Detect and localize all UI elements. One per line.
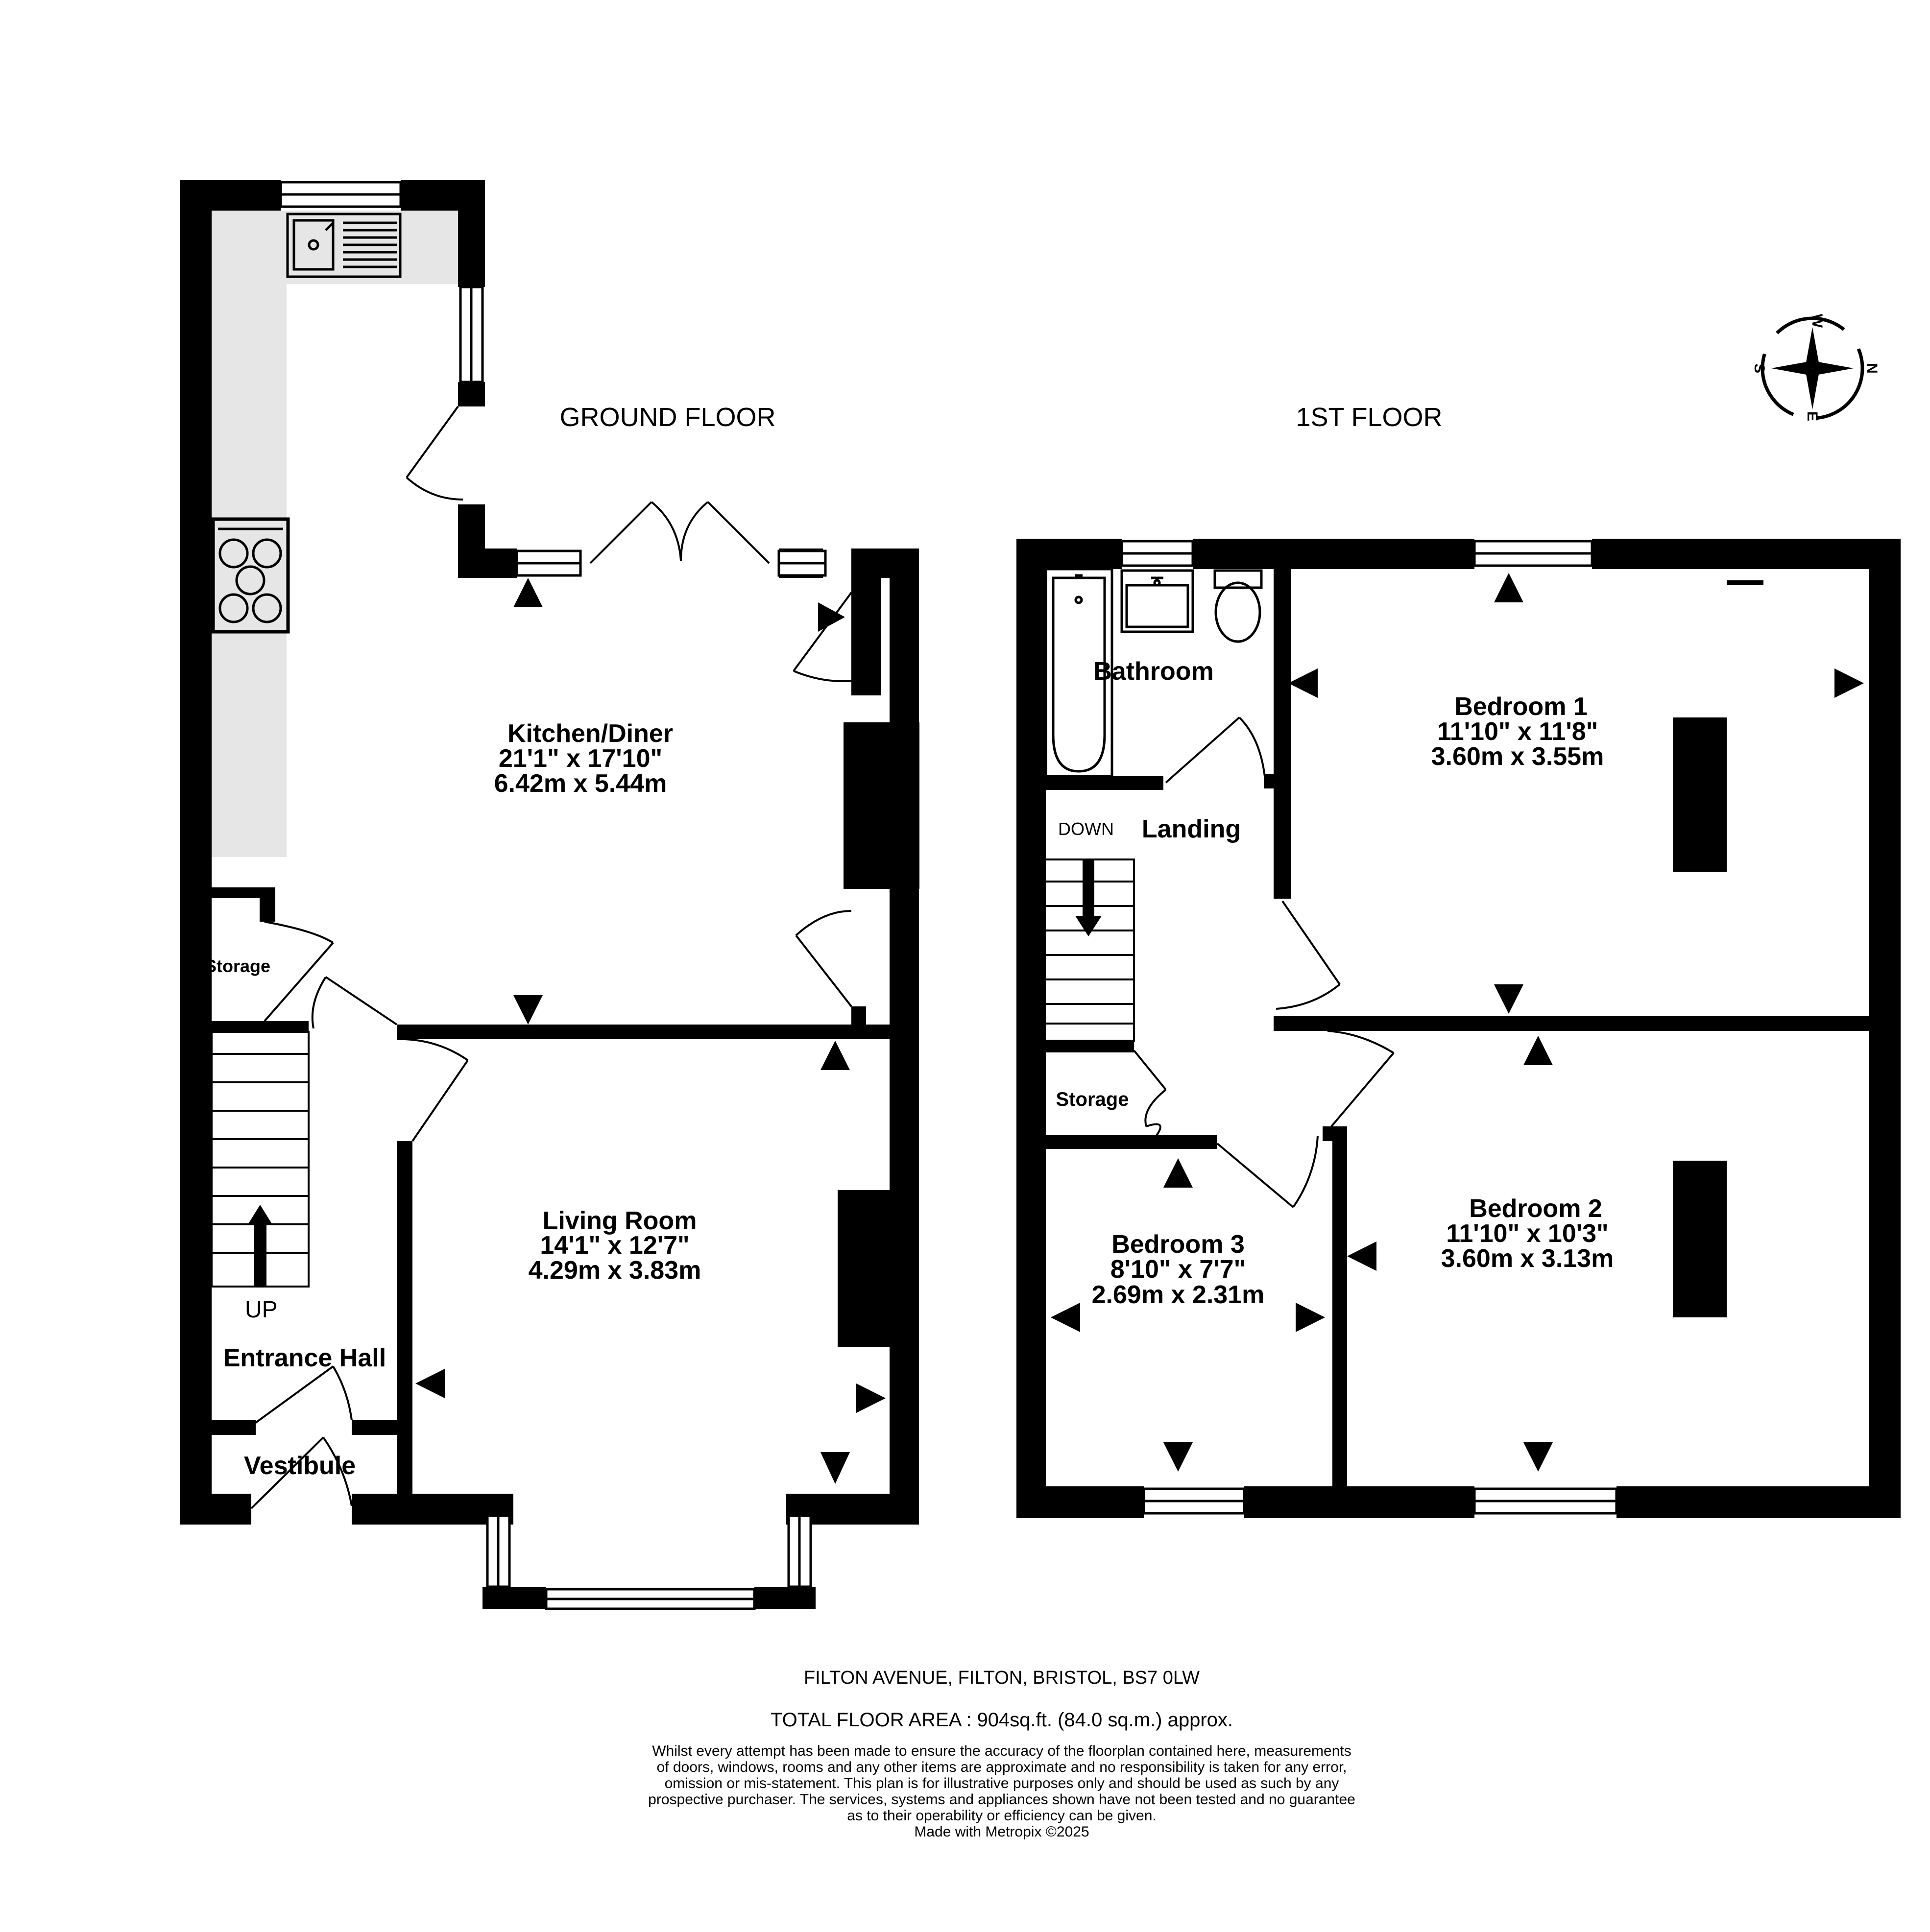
- first-floor-walls: [1016, 539, 1901, 1518]
- bedroom2-imperial: 11'10" x 10'3": [1446, 1219, 1608, 1248]
- bedroom2-metric: 3.60m x 3.13m: [1441, 1244, 1614, 1273]
- compass-south-label: S: [1751, 363, 1767, 373]
- first-dimension-arrows: [1051, 573, 1864, 1472]
- disclaimer-line-4: prospective purchaser. The services, sys…: [648, 1791, 1355, 1808]
- first-storage-label: Storage: [1056, 1089, 1129, 1110]
- stairs-up-label: UP: [245, 1297, 278, 1323]
- first-floor-title: 1ST FLOOR: [1296, 403, 1442, 432]
- kitchen-imperial: 21'1" x 17'10": [499, 744, 662, 773]
- bedroom3-imperial: 8'10" x 7'7": [1110, 1255, 1246, 1284]
- ground-floor-doors: [250, 405, 852, 1509]
- bedroom3-metric: 2.69m x 2.31m: [1092, 1281, 1265, 1309]
- labels: GROUND FLOOR 1ST FLOOR Kitchen/Diner 21'…: [205, 314, 1880, 1840]
- first-floor: [1016, 539, 1901, 1518]
- washbasin-icon: [1120, 569, 1194, 633]
- living-imperial: 14'1" x 12'7": [540, 1231, 689, 1260]
- disclaimer-line-3: omission or mis-statement. This plan is …: [665, 1775, 1339, 1791]
- compass-north-label: N: [1864, 363, 1880, 374]
- ground-floor-walls: [180, 180, 919, 1609]
- disclaimer-line-1: Whilst every attempt has been made to en…: [652, 1743, 1351, 1759]
- kitchen-worktop: [212, 211, 458, 857]
- compass-west-label: W: [1809, 314, 1825, 328]
- compass-icon: [1761, 316, 1864, 420]
- entrance-hall-label: Entrance Hall: [223, 1344, 386, 1372]
- bedroom2-name: Bedroom 2: [1469, 1194, 1602, 1223]
- kitchen-name: Kitchen/Diner: [507, 719, 673, 748]
- stairs-down-arrow-icon: [1075, 859, 1102, 936]
- ground-floor: [180, 180, 919, 1610]
- hob-icon: [211, 517, 290, 634]
- stairs-up-arrow-icon: [247, 1205, 273, 1286]
- bedroom3-name: Bedroom 3: [1111, 1230, 1245, 1259]
- vestibule-label: Vestibule: [244, 1452, 356, 1480]
- living-name: Living Room: [543, 1207, 697, 1235]
- stairs-down-label: DOWN: [1058, 819, 1114, 839]
- ground-dimension-arrows: [415, 578, 886, 1484]
- kitchen-metric: 6.42m x 5.44m: [494, 769, 667, 798]
- kitchen-sink-icon: [286, 213, 402, 278]
- bedroom1-metric: 3.60m x 3.55m: [1431, 742, 1604, 771]
- compass-east-label: E: [1804, 411, 1820, 421]
- landing-label: Landing: [1142, 815, 1241, 843]
- disclaimer-line-5: as to their operability or efficiency ca…: [847, 1808, 1156, 1824]
- bedroom1-imperial: 11'10" x 11'8": [1437, 717, 1598, 746]
- address: FILTON AVENUE, FILTON, BRISTOL, BS7 0LW: [804, 1668, 1200, 1688]
- bath-icon: [1044, 568, 1113, 778]
- ground-floor-title: GROUND FLOOR: [559, 403, 775, 432]
- ground-floor-windows: [279, 181, 827, 1610]
- bedroom1-name: Bedroom 1: [1454, 692, 1588, 721]
- toilet-icon: [1213, 569, 1263, 643]
- living-metric: 4.29m x 3.83m: [529, 1256, 701, 1285]
- metropix-credit: Made with Metropix ©2025: [914, 1824, 1089, 1840]
- bathroom-label: Bathroom: [1093, 657, 1214, 686]
- first-floor-doors: [1133, 716, 1395, 1208]
- total-floor-area: TOTAL FLOOR AREA : 904sq.ft. (84.0 sq.m.…: [771, 1709, 1233, 1731]
- first-floor-window-piers: [1457, 1486, 1474, 1518]
- disclaimer-line-2: of doors, windows, rooms and any other i…: [656, 1759, 1347, 1775]
- ground-storage-label: Storage: [205, 956, 270, 976]
